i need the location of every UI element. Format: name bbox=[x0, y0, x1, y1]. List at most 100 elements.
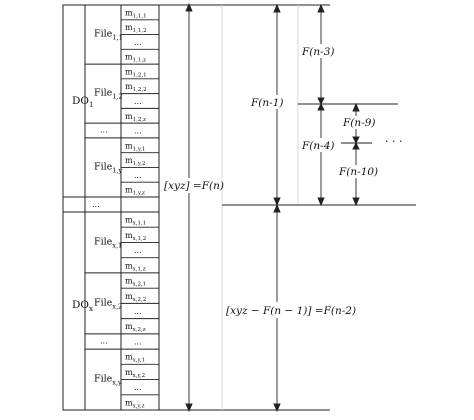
message-cell-base: m bbox=[125, 67, 133, 76]
message-cell-base: m bbox=[125, 353, 133, 362]
message-cell-sub: 1,1,z bbox=[133, 58, 146, 64]
file-label-sub: 1,2 bbox=[112, 93, 122, 101]
fn4-label: F(n-4) bbox=[301, 140, 334, 152]
fn4-label-bg bbox=[301, 138, 341, 152]
light-guide-lines bbox=[221, 5, 299, 410]
message-cell: m1,1,z bbox=[125, 53, 146, 64]
file-label-sub: x,y bbox=[112, 379, 122, 387]
message-cell-base: m bbox=[125, 277, 133, 286]
file-rows: File1,1m1,1,1m1,1,2...m1,1,zFile1,2m1,2,… bbox=[85, 8, 159, 409]
file-label-base: File bbox=[94, 88, 113, 99]
xyz-label-bg bbox=[163, 178, 221, 193]
message-cell: m1,2,2 bbox=[125, 82, 147, 93]
message-cell-base: m bbox=[125, 141, 133, 150]
file-label: File1,2 bbox=[94, 88, 123, 101]
message-cell-sub: x,1,2 bbox=[133, 236, 147, 242]
fn1-label-bg bbox=[250, 95, 296, 109]
message-cell: mx,2,z bbox=[125, 322, 146, 333]
message-cell: mx,1,2 bbox=[125, 231, 146, 242]
message-cell: ... bbox=[134, 97, 142, 106]
message-cell: ... bbox=[134, 38, 142, 47]
do-label-x: DOx bbox=[72, 299, 93, 313]
message-cell-sub: 1,1,1 bbox=[133, 13, 147, 19]
message-cell-sub: 1,2,1 bbox=[133, 72, 147, 78]
message-cell-sub: x,2,2 bbox=[133, 297, 147, 303]
do-label-x-base: DO bbox=[72, 299, 89, 311]
message-cell: ... bbox=[134, 307, 142, 316]
message-cell-base: m bbox=[125, 53, 133, 62]
dots-label: · · · bbox=[385, 135, 402, 148]
do-gap-ellipsis: ... bbox=[92, 200, 100, 209]
file-label-base: File bbox=[94, 236, 113, 247]
message-cell-sub: 1,2,z bbox=[133, 117, 146, 123]
fn1-arrow bbox=[222, 3, 416, 413]
xyz-label: [xyz] =F(n) bbox=[164, 180, 224, 192]
file-label: Filex,2 bbox=[94, 297, 122, 310]
message-cell-base: m bbox=[125, 82, 133, 91]
message-cell: ... bbox=[134, 337, 142, 346]
message-cell-sub: x,2,1 bbox=[133, 282, 147, 288]
message-cell-sub: x,1,z bbox=[133, 266, 146, 272]
message-cell: m1,y,1 bbox=[125, 141, 145, 152]
file-label: Filex,1 bbox=[94, 236, 122, 249]
message-cell-base: m bbox=[125, 216, 133, 225]
message-cell-sub: 1,y,1 bbox=[133, 146, 146, 152]
file-label-sub: x,1 bbox=[112, 241, 122, 249]
message-cell-base: m bbox=[125, 398, 133, 407]
fn3-label: F(n-3) bbox=[301, 46, 334, 58]
file-label-base: ... bbox=[100, 126, 108, 135]
fn3-fn4-arrow bbox=[298, 3, 398, 207]
message-cell-base: m bbox=[125, 261, 133, 270]
message-cell: m1,2,1 bbox=[125, 67, 147, 78]
message-cell-sub: 1,1,2 bbox=[133, 28, 147, 34]
do-label-1: DO1 bbox=[72, 95, 94, 109]
message-cell: m1,1,1 bbox=[125, 8, 147, 19]
file-label: File1,y bbox=[94, 161, 122, 174]
message-cell-sub: 1,y,2 bbox=[133, 161, 146, 167]
fn10-label-bg bbox=[338, 165, 380, 178]
message-cell-base: m bbox=[125, 368, 133, 377]
message-cell: mx,y,1 bbox=[125, 353, 145, 364]
message-cell: ... bbox=[134, 383, 142, 392]
file-label: File1,1 bbox=[94, 29, 123, 42]
message-cell-base: m bbox=[125, 231, 133, 240]
message-cell-sub: x,1,1 bbox=[133, 221, 147, 227]
message-cell-sub: x,y,2 bbox=[133, 373, 145, 379]
message-cell: ... bbox=[134, 171, 142, 180]
message-cell-base: m bbox=[125, 112, 133, 121]
message-cell: ... bbox=[134, 246, 142, 255]
file-label-sub: 1,1 bbox=[112, 34, 122, 42]
fn9-fn10-arrow bbox=[340, 102, 372, 207]
fn10-label: F(n-10) bbox=[338, 166, 378, 178]
file-label-sub: 1,y bbox=[112, 166, 122, 174]
file-label-base: File bbox=[94, 374, 113, 385]
message-cell-base: m bbox=[125, 322, 133, 331]
message-cell: mx,2,2 bbox=[125, 292, 146, 303]
file-label-base: ... bbox=[100, 336, 108, 345]
file-label: ... bbox=[100, 126, 108, 135]
file-label-base: File bbox=[94, 29, 113, 40]
message-cell-base: m bbox=[125, 8, 133, 17]
message-cell-base: m bbox=[125, 292, 133, 301]
message-cell: m1,y,2 bbox=[125, 156, 145, 167]
message-cell: ... bbox=[134, 127, 142, 136]
file-label: Filex,y bbox=[94, 374, 122, 387]
fn3-label-bg bbox=[301, 44, 341, 58]
file-label-base: File bbox=[94, 297, 113, 308]
message-cell-sub: 1,2,2 bbox=[133, 87, 147, 93]
message-cell-sub: x,y,z bbox=[133, 403, 145, 409]
message-cell: m1,1,2 bbox=[125, 23, 147, 34]
message-cell: mx,1,1 bbox=[125, 216, 146, 227]
message-cell: mx,y,z bbox=[125, 398, 145, 409]
message-cell-base: m bbox=[125, 156, 133, 165]
message-cell: mx,y,2 bbox=[125, 368, 145, 379]
bottom-label: [xyz − F(n − 1)] =F(n-2) bbox=[226, 305, 356, 317]
fn9-label-bg bbox=[342, 116, 378, 129]
do-label-1-sub: 1 bbox=[89, 101, 93, 109]
message-cell-base: m bbox=[125, 23, 133, 32]
file-label: ... bbox=[100, 336, 108, 345]
file-label-base: File bbox=[94, 161, 113, 172]
message-cell: mx,1,z bbox=[125, 261, 146, 272]
message-cell: mx,2,1 bbox=[125, 277, 146, 288]
